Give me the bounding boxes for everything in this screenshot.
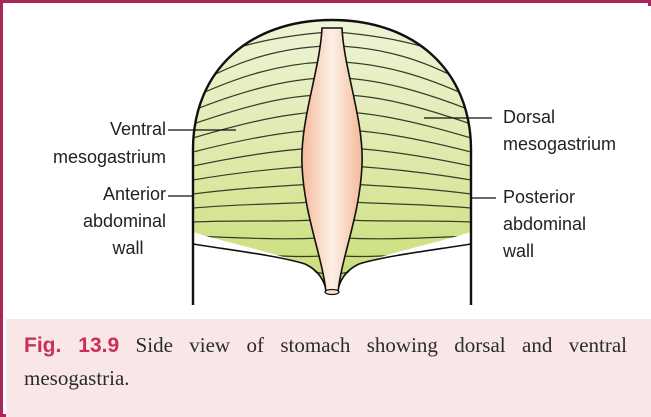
label-posterior-abdominal: abdominal [503, 214, 586, 234]
label-posterior: Posterior [503, 187, 575, 207]
label-ventral-mesogastrium: mesogastrium [53, 147, 166, 167]
label-dorsal: Dorsal [503, 107, 555, 127]
label-dorsal-mesogastrium: mesogastrium [503, 134, 616, 154]
label-anterior-wall: wall [111, 238, 143, 258]
label-posterior-wall: wall [502, 241, 534, 261]
label-anterior: Anterior [103, 184, 166, 204]
stomach-outlet [325, 290, 339, 295]
label-anterior-abdominal: abdominal [83, 211, 166, 231]
label-ventral: Ventral [110, 119, 166, 139]
